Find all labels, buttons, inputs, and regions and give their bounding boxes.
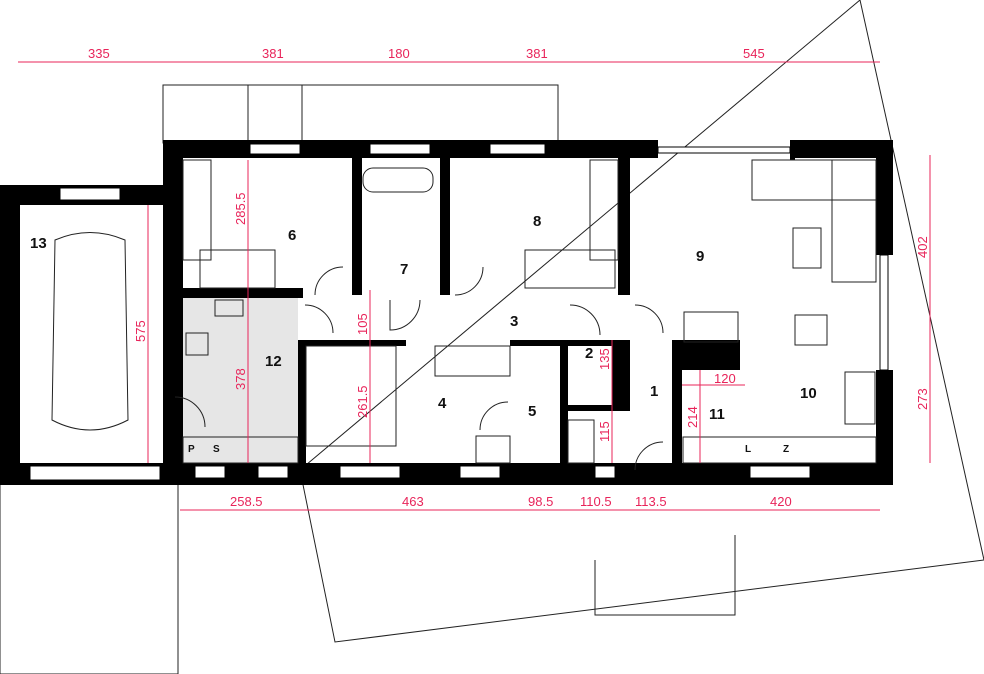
dim-corridor: 105 (355, 313, 370, 335)
sofa-icon (751, 159, 877, 201)
bed-4-icon (305, 345, 397, 447)
label-l: L (745, 444, 751, 455)
dimension-labels: 335 381 180 381 545 258.5 463 98.5 110.5… (88, 46, 930, 509)
furniture (51, 159, 877, 464)
dim-right-top: 402 (915, 236, 930, 258)
wardrobe-6-icon (182, 159, 212, 261)
utility-sink-icon (214, 299, 244, 317)
wardrobe-8-icon (589, 159, 619, 261)
utility-room-fill (183, 296, 298, 463)
kitchen-counter-icon (682, 436, 877, 464)
bed-8-icon (524, 249, 616, 289)
coffee-table-icon (792, 227, 822, 269)
dim-bottom-6: 420 (770, 494, 792, 509)
bed-6-icon (199, 249, 276, 289)
room-numbers: 1 2 3 4 5 6 7 8 9 10 11 12 13 (30, 213, 817, 423)
label-z: Z (783, 444, 789, 455)
stove-icon (844, 371, 876, 425)
dim-room-11-width: 120 (714, 371, 736, 386)
dim-room-4: 261.5 (355, 385, 370, 418)
room-1-label: 1 (650, 383, 658, 400)
room-4-label: 4 (438, 395, 447, 412)
doors (174, 266, 664, 471)
boiler-icon (185, 332, 209, 356)
dim-top-3: 180 (388, 46, 410, 61)
room-10-label: 10 (800, 385, 817, 402)
dining-table-icon (794, 314, 828, 346)
room-7-label: 7 (400, 261, 408, 278)
washer-dryer-icon (182, 436, 299, 464)
car-icon (51, 232, 129, 431)
dim-room-6: 285.5 (233, 192, 248, 225)
dimension-lines (18, 61, 931, 511)
dim-top-1: 335 (88, 46, 110, 61)
terrace-outline (594, 535, 736, 616)
dim-top-5: 545 (743, 46, 765, 61)
dim-bottom-1: 258.5 (230, 494, 263, 509)
dim-bottom-5: 113.5 (635, 494, 667, 509)
dim-right-bottom: 273 (915, 388, 930, 410)
room-13-label: 13 (30, 235, 47, 252)
shower-icon (475, 435, 511, 464)
bathtub-icon (362, 167, 434, 193)
dim-bottom-2: 463 (402, 494, 424, 509)
driveway-outline (0, 485, 179, 674)
room-2-label: 2 (585, 345, 593, 362)
room-11-label: 11 (709, 406, 725, 423)
room-5-label: 5 (528, 403, 536, 420)
room-3-label: 3 (510, 313, 518, 330)
fireplace-icon (683, 311, 739, 343)
room-8-label: 8 (533, 213, 541, 230)
label-s: S (213, 444, 220, 455)
shoe-cabinet-icon (567, 419, 595, 464)
porch-outline (162, 84, 559, 144)
dim-top-2: 381 (262, 46, 284, 61)
room-9-label: 9 (696, 248, 704, 265)
dim-room-2: 135 (597, 348, 612, 370)
walls (0, 140, 893, 485)
label-p: P (188, 444, 195, 455)
room-6-label: 6 (288, 227, 296, 244)
roof-outline (299, 0, 984, 643)
room-12-label: 12 (265, 353, 282, 370)
dim-top-4: 381 (526, 46, 548, 61)
dim-room-1: 115 (597, 421, 612, 442)
dim-room-11: 214 (685, 406, 700, 428)
dim-bottom-3: 98.5 (528, 494, 553, 509)
dim-bottom-4: 110.5 (580, 494, 612, 509)
dim-room-12: 378 (233, 368, 248, 390)
wardrobe-4-icon (434, 345, 511, 377)
dim-garage: 575 (133, 320, 148, 342)
windows (29, 143, 889, 481)
